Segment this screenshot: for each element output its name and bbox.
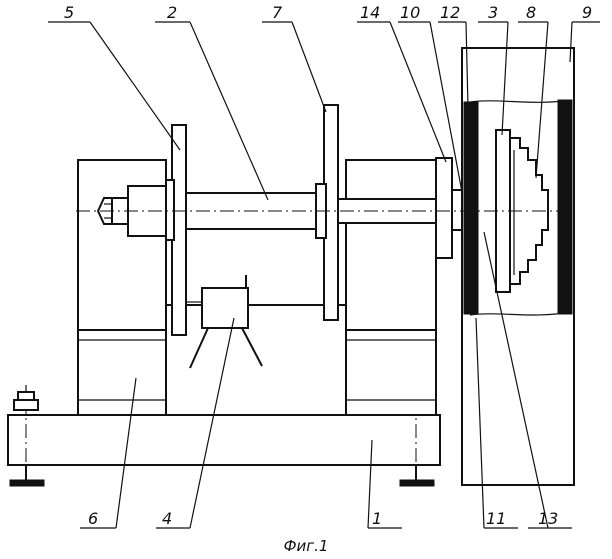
figure-caption: Фиг.1	[284, 537, 329, 555]
disk-14	[436, 158, 452, 258]
middle-disk	[316, 105, 338, 320]
callout-3: 3	[488, 3, 498, 22]
callout-13: 13	[538, 509, 558, 528]
callout-6: 6	[88, 509, 98, 528]
callout-9: 9	[582, 3, 592, 22]
motor	[186, 275, 262, 368]
callout-7: 7	[272, 3, 283, 22]
callout-10: 10	[400, 3, 420, 22]
callout-1: 1	[372, 509, 382, 528]
callout-4: 4	[162, 509, 172, 528]
callout-2: 2	[167, 3, 177, 22]
left-disk	[166, 125, 186, 335]
callout-11: 11	[486, 509, 506, 528]
callout-12: 12	[440, 3, 460, 22]
callout-5: 5	[64, 3, 74, 22]
callout-14: 14	[360, 3, 380, 22]
callout-8: 8	[526, 3, 536, 22]
